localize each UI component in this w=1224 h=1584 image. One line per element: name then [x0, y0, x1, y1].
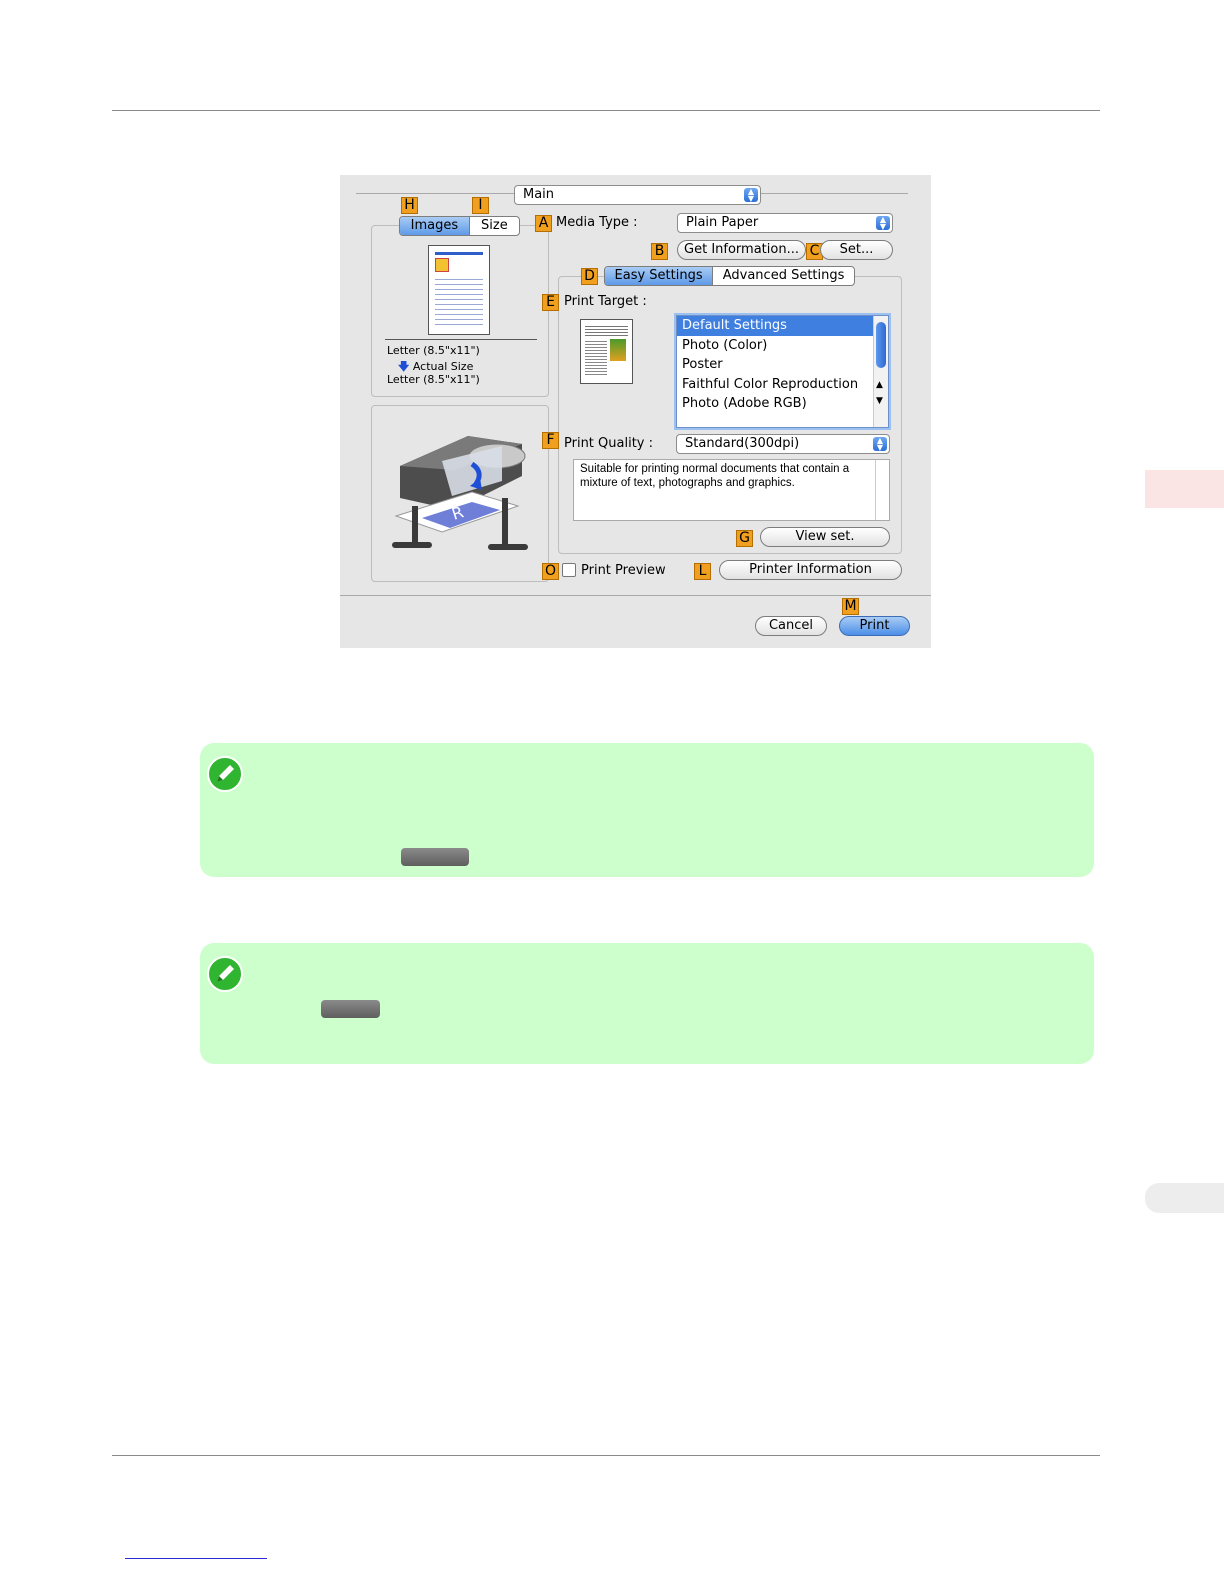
- popup-arrows-icon: ▲▼: [744, 188, 758, 203]
- main-popup-label: Main: [523, 187, 555, 202]
- print-quality-label: Print Quality :: [564, 436, 654, 451]
- list-item[interactable]: Photo (Color): [682, 337, 768, 353]
- callout-f: F: [542, 432, 559, 449]
- top-separator-left: [356, 193, 514, 194]
- print-target-label: Print Target :: [564, 294, 647, 309]
- settings-tabs: Easy Settings Advanced Settings: [604, 266, 855, 286]
- print-dialog-screenshot: Main ▲▼ Images Size H I Letter (8.5"x11"…: [340, 175, 931, 648]
- tab-easy-settings[interactable]: Easy Settings: [605, 267, 713, 285]
- print-target-list[interactable]: Default Settings Photo (Color) Poster Fa…: [676, 315, 889, 428]
- printer-image-group: R: [371, 405, 549, 582]
- printer-information-button[interactable]: Printer Information: [719, 560, 902, 580]
- pencil-note-icon: [207, 956, 243, 992]
- callout-l: L: [694, 563, 711, 580]
- print-preview-label: Print Preview: [581, 563, 666, 578]
- view-set-button[interactable]: View set.: [760, 527, 890, 547]
- tab-images[interactable]: Images: [400, 217, 469, 235]
- list-item[interactable]: Photo (Adobe RGB): [682, 396, 807, 411]
- quality-description: Suitable for printing normal documents t…: [573, 459, 890, 521]
- callout-e: E: [542, 294, 559, 311]
- callout-c: C: [806, 243, 823, 260]
- popup-arrows-icon: ▲▼: [873, 437, 887, 452]
- footer-rule: [112, 1455, 1100, 1456]
- callout-h: H: [401, 197, 418, 214]
- key-reference: [321, 1000, 380, 1018]
- print-button[interactable]: Print: [839, 616, 910, 636]
- media-type-label: Media Type :: [556, 215, 638, 230]
- callout-a: A: [535, 215, 552, 232]
- list-item[interactable]: Default Settings: [677, 316, 888, 336]
- scroll-down-icon[interactable]: ▼: [876, 396, 883, 406]
- quality-description-text: Suitable for printing normal documents t…: [580, 463, 850, 489]
- media-type-popup[interactable]: Plain Paper ▲▼: [677, 213, 893, 233]
- footer-link-underline: [125, 1558, 267, 1559]
- callout-b: B: [651, 243, 668, 260]
- cancel-button[interactable]: Cancel: [755, 616, 827, 636]
- tab-advanced-settings[interactable]: Advanced Settings: [712, 267, 854, 285]
- note-box-1: [200, 743, 1094, 877]
- main-popup[interactable]: Main ▲▼: [514, 185, 761, 205]
- page-thumbnail: [428, 245, 490, 335]
- scroll-thumb[interactable]: [876, 322, 886, 368]
- size-from: Letter (8.5"x11"): [387, 344, 480, 357]
- popup-arrows-icon: ▲▼: [876, 216, 890, 231]
- callout-g: G: [736, 530, 753, 547]
- list-item[interactable]: Faithful Color Reproduction: [682, 376, 859, 392]
- scroll-up-icon[interactable]: ▲: [876, 380, 883, 390]
- printer-illustration: R: [392, 436, 528, 550]
- get-information-button[interactable]: Get Information...: [677, 240, 806, 260]
- down-arrow-icon: 🡇: [398, 360, 410, 373]
- size-mode: 🡇 Actual Size: [398, 358, 473, 377]
- chapter-tab: [1145, 470, 1224, 508]
- bottom-separator: [340, 595, 931, 596]
- callout-i: I: [472, 197, 489, 214]
- tab-size[interactable]: Size: [468, 217, 519, 235]
- callout-o: O: [542, 563, 559, 580]
- media-type-value: Plain Paper: [686, 215, 759, 230]
- callout-d: D: [581, 268, 598, 285]
- callout-m: M: [842, 598, 859, 615]
- pencil-note-icon: [207, 756, 243, 792]
- list-scrollbar[interactable]: ▲ ▼: [873, 316, 888, 427]
- header-rule: [112, 110, 1100, 111]
- size-to: Letter (8.5"x11"): [387, 373, 480, 386]
- print-target-preview: [580, 319, 633, 384]
- size-mode-label: Actual Size: [412, 360, 474, 373]
- set-button[interactable]: Set...: [820, 240, 893, 260]
- print-preview-checkbox[interactable]: [562, 563, 576, 577]
- images-size-tabs: Images Size: [399, 216, 520, 236]
- index-tab: [1145, 1183, 1224, 1213]
- print-quality-popup[interactable]: Standard(300dpi) ▲▼: [676, 434, 890, 454]
- thumb-separator: [385, 339, 537, 340]
- key-reference: [401, 848, 469, 866]
- print-quality-value: Standard(300dpi): [685, 436, 800, 451]
- top-separator-right: [761, 193, 908, 194]
- list-item[interactable]: Poster: [682, 357, 723, 372]
- note-box-2: [200, 943, 1094, 1064]
